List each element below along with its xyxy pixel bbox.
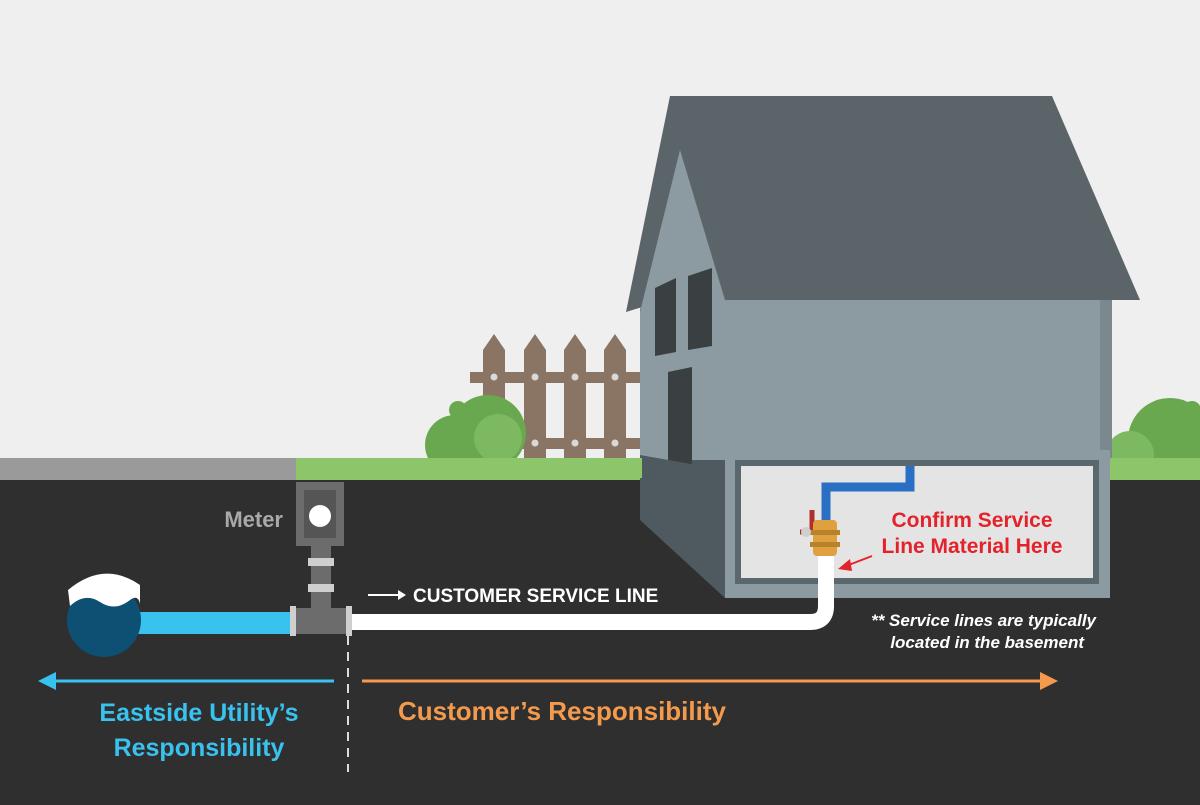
meter-tee <box>294 608 350 634</box>
meter-label: Meter <box>224 507 283 532</box>
utility-responsibility-line2: Responsibility <box>114 734 285 762</box>
utility-responsibility-line1: Eastside Utility’s <box>99 699 298 727</box>
meter-dial <box>309 505 331 527</box>
basement <box>741 466 1093 578</box>
window-right <box>688 268 712 350</box>
foundation-side <box>640 478 725 598</box>
basement-note-line1: ** Service lines are typically <box>871 611 1097 630</box>
grass-right <box>1110 458 1200 480</box>
confirm-label-line1: Confirm Service <box>891 509 1052 532</box>
customer-responsibility-label: Customer’s Responsibility <box>398 696 726 726</box>
confirm-label-line2: Line Material Here <box>882 535 1063 558</box>
grass-left <box>296 458 642 480</box>
door <box>668 367 692 470</box>
window-left <box>655 278 676 356</box>
meter-assembly <box>290 482 352 636</box>
utility-line <box>120 612 300 634</box>
road <box>0 458 296 480</box>
valve-fitting <box>813 520 837 556</box>
customer-service-line <box>352 556 834 630</box>
basement-note-line2: located in the basement <box>890 633 1085 652</box>
customer-service-line-label: CUSTOMER SERVICE LINE <box>413 586 658 607</box>
indoor-pipe <box>821 466 915 522</box>
